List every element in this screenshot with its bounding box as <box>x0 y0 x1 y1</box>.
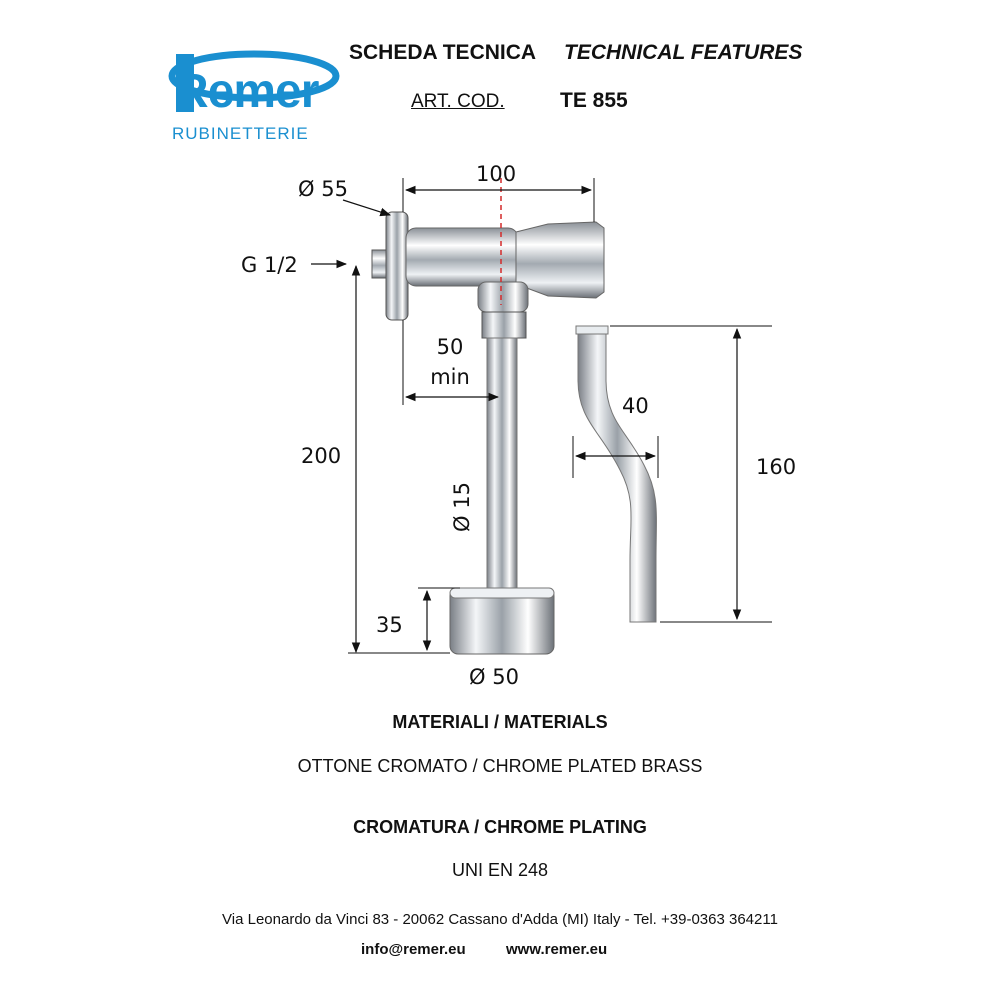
label-height-total: 200 <box>301 444 342 468</box>
plating-title: CROMATURA / CHROME PLATING <box>353 817 647 837</box>
offset-pipe <box>577 331 657 623</box>
logo-word: Remer <box>174 64 319 119</box>
dim-d55-leader <box>342 199 392 217</box>
plating-value: UNI EN 248 <box>451 860 549 880</box>
footer-email[interactable]: info@remer.eu <box>361 941 466 958</box>
title-italian: SCHEDA TECNICA <box>349 41 537 64</box>
label-min-unit: min <box>430 365 470 389</box>
label-base-diam: Ø 50 <box>469 665 519 689</box>
materials-title: MATERIALI / MATERIALS <box>392 712 608 732</box>
flush-valve-body <box>371 211 605 339</box>
materials-value: OTTONE CROMATO / CHROME PLATED BRASS <box>297 756 703 776</box>
straight-pipe <box>486 337 518 601</box>
label-width: 100 <box>476 162 517 186</box>
art-label: ART. COD. <box>411 91 505 112</box>
footer-website[interactable]: www.remer.eu <box>506 941 608 958</box>
brand-logo: Remer RUBINETTERIE <box>168 36 340 148</box>
logo-swoosh-icon <box>168 50 340 112</box>
label-thread: G 1/2 <box>241 253 298 277</box>
label-min-value: 50 <box>436 335 464 359</box>
label-d55: Ø 55 <box>298 177 348 201</box>
footer-address: Via Leonardo da Vinci 83 - 20062 Cassano… <box>222 911 778 928</box>
logo-word-text: Remer <box>174 65 319 118</box>
dim-height-200 <box>348 264 450 654</box>
technical-drawing <box>311 178 772 655</box>
dim-offset-40 <box>572 436 659 478</box>
logo-sub: RUBINETTERIE <box>172 124 309 143</box>
title-english: TECHNICAL FEATURES <box>564 41 803 64</box>
label-pipe-diam: Ø 15 <box>450 482 474 532</box>
label-base-height: 35 <box>376 613 403 637</box>
label-alt-height: 160 <box>756 455 797 479</box>
dim-min-50 <box>402 320 500 405</box>
dim-height-160 <box>610 325 772 623</box>
pipe-base-fitting <box>449 587 555 655</box>
dim-width-100 <box>402 178 595 222</box>
art-code: TE 855 <box>560 89 628 112</box>
label-offset: 40 <box>622 394 649 418</box>
dim-base-35 <box>418 587 460 652</box>
